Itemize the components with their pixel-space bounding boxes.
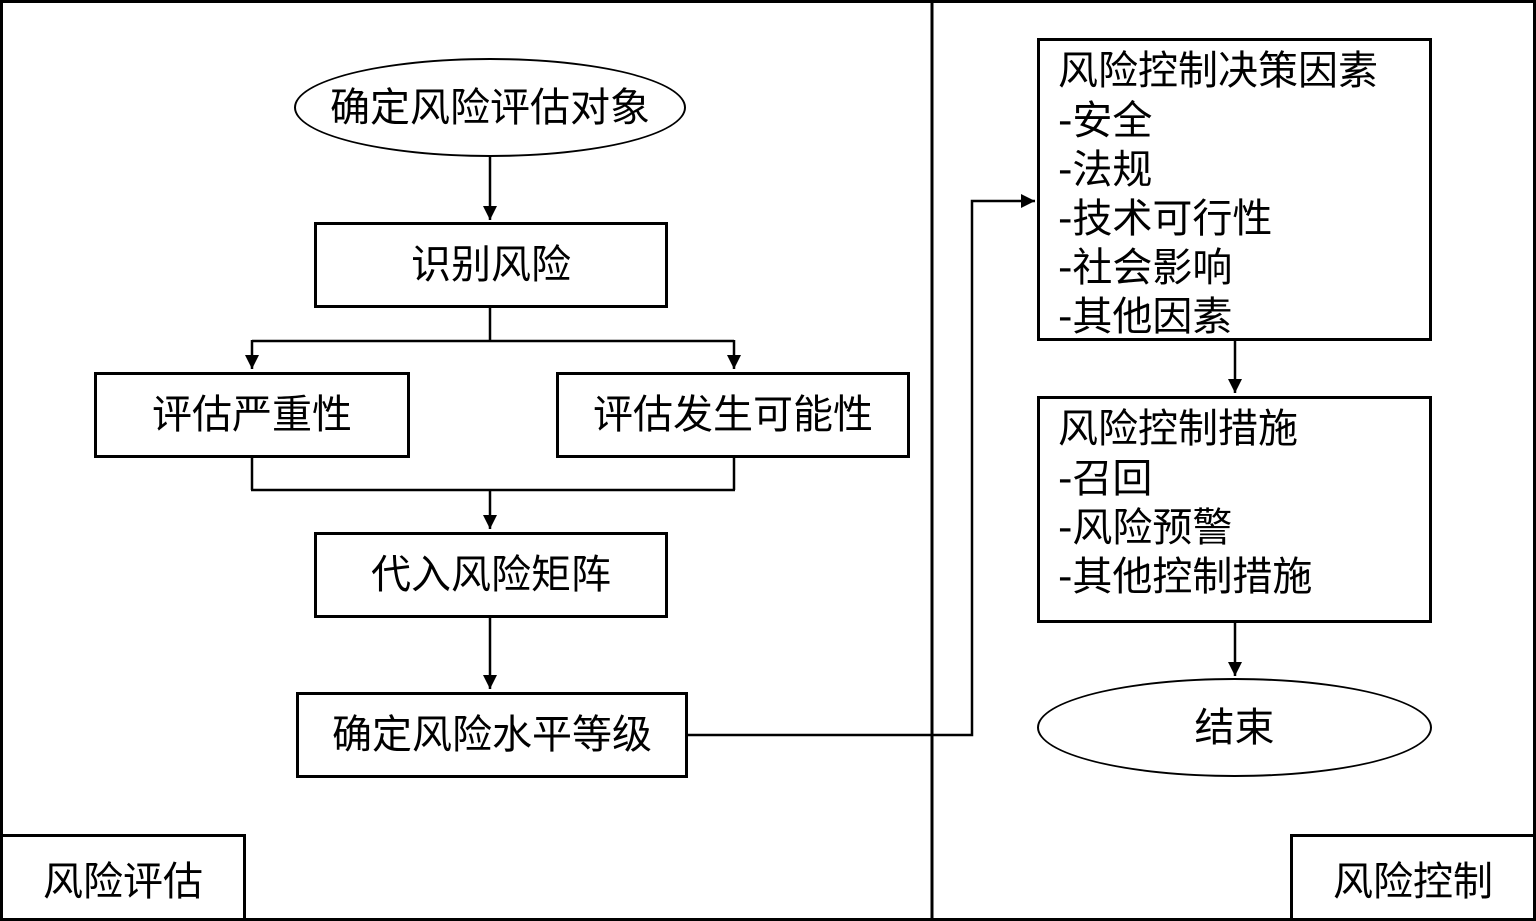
factor-item: -技术可行性 (1058, 196, 1273, 242)
measure-item: -风险预警 (1058, 505, 1233, 551)
measure-item: -召回 (1058, 456, 1153, 502)
identify-risk-node: 识别风险 (314, 222, 668, 308)
end-node: 结束 (1037, 678, 1432, 777)
control-measures-box: 风险控制措施 -召回 -风险预警 -其他控制措施 (1037, 396, 1432, 623)
factor-item: -安全 (1058, 98, 1153, 144)
decision-factors-box: 风险控制决策因素 -安全 -法规 -技术可行性 -社会影响 -其他因素 (1037, 38, 1432, 341)
arrow-level-to-factors (688, 194, 1035, 737)
measure-item: -其他控制措施 (1058, 554, 1313, 600)
assessment-panel-label: 风险评估 (0, 834, 246, 921)
control-measures-title: 风险控制措施 (1058, 406, 1298, 452)
assess-severity-node: 评估严重性 (94, 372, 410, 458)
assess-likelihood-node: 评估发生可能性 (556, 372, 910, 458)
risk-level-node: 确定风险水平等级 (296, 692, 688, 778)
factor-item: -其他因素 (1058, 294, 1233, 340)
start-node: 确定风险评估对象 (294, 58, 686, 157)
decision-factors-title: 风险控制决策因素 (1058, 48, 1378, 94)
factor-item: -法规 (1058, 147, 1153, 193)
factor-item: -社会影响 (1058, 245, 1233, 291)
control-panel-label: 风险控制 (1290, 834, 1536, 921)
risk-matrix-node: 代入风险矩阵 (314, 532, 668, 618)
